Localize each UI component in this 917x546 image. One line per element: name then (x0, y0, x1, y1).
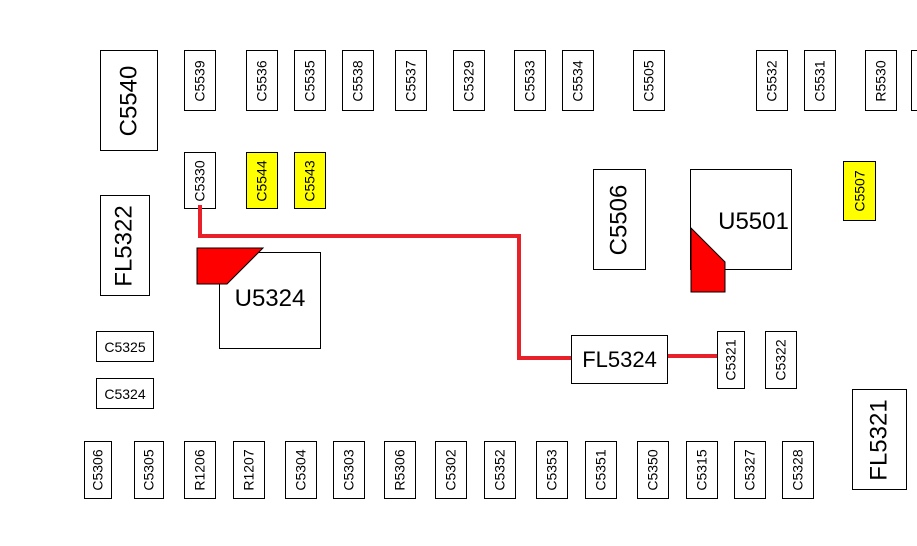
component-c5540: C5540 (100, 50, 158, 151)
component-c5350: C5350 (637, 441, 669, 499)
component-label: FL5324 (582, 346, 657, 372)
component-c5329: C5329 (453, 50, 485, 111)
component-c5507: C5507 (843, 161, 876, 221)
component-u5501: U5501 (690, 169, 792, 270)
component-label: U5501 (718, 208, 789, 235)
component-c5304: C5304 (285, 441, 317, 499)
component-c5543: C5543 (294, 152, 326, 209)
component-r1206: R1206 (184, 441, 216, 499)
component-c5532: C5532 (756, 50, 788, 111)
pin1-marker-u5501 (690, 226, 726, 293)
component-c5324: C5324 (96, 378, 154, 409)
component-r5306: R5306 (384, 441, 416, 499)
component-label: C5324 (104, 385, 146, 402)
component-c5305: C5305 (134, 441, 164, 499)
pin1-marker-u5324 (196, 247, 265, 285)
component-c5537: C5537 (395, 50, 427, 111)
component-c5327: C5327 (734, 441, 766, 499)
signal-trace-c5330-fl5324 (198, 205, 571, 360)
component-c5351: C5351 (585, 441, 617, 499)
component-c5539: C5539 (184, 50, 216, 111)
component-c5302: C5302 (435, 441, 467, 499)
component-c5328: C5328 (782, 441, 814, 499)
component-c5506: C5506 (593, 169, 646, 270)
component-c5306: C5306 (84, 441, 112, 499)
component-c5303: C5303 (333, 441, 365, 499)
component-c5534: C5534 (562, 50, 594, 111)
component-c5321: C5321 (717, 331, 745, 389)
component-c5353: C5353 (536, 441, 568, 499)
component-c5538: C5538 (342, 50, 374, 111)
component-c5535: C5535 (294, 50, 326, 111)
component-c5352: C5352 (484, 441, 516, 499)
component-c5544: C5544 (246, 152, 278, 209)
component-c5505: C5505 (633, 50, 665, 111)
component-partial-edge (911, 50, 917, 111)
component-c5322: C5322 (765, 331, 797, 389)
component-c5325: C5325 (96, 331, 154, 362)
component-c5315: C5315 (686, 441, 718, 499)
component-label: U5324 (234, 284, 306, 312)
component-c5533: C5533 (514, 50, 546, 111)
component-r5530: R5530 (865, 50, 897, 111)
component-fl5321: FL5321 (852, 389, 907, 490)
component-fl5322: FL5322 (100, 195, 150, 296)
component-c5536: C5536 (246, 50, 278, 111)
component-c5330: C5330 (184, 152, 216, 209)
component-c5531: C5531 (804, 50, 836, 111)
component-fl5324: FL5324 (571, 335, 668, 384)
component-label: C5325 (104, 338, 146, 355)
component-r1207: R1207 (233, 441, 265, 499)
